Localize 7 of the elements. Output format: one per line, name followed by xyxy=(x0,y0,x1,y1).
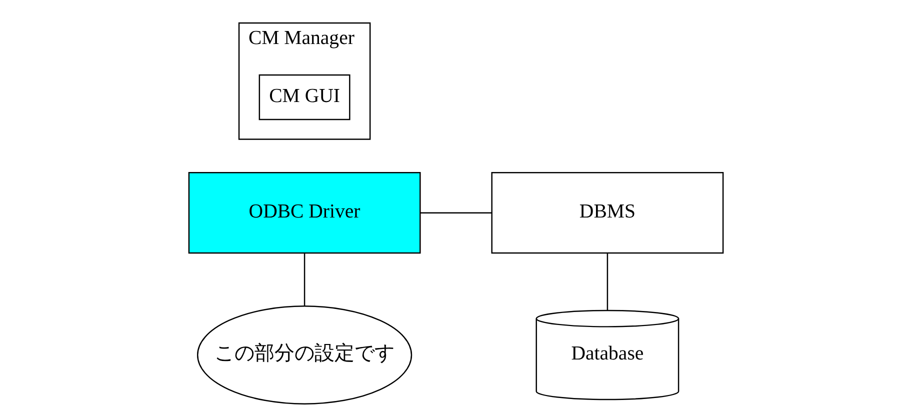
node-ellipse: この部分の設定です xyxy=(196,306,412,404)
node-box: CM GUI xyxy=(258,74,350,120)
connector xyxy=(606,253,608,310)
node-box: ODBC Driver xyxy=(188,172,421,254)
connector xyxy=(304,253,306,306)
connector xyxy=(420,212,492,214)
node-box: DBMS xyxy=(491,172,724,254)
